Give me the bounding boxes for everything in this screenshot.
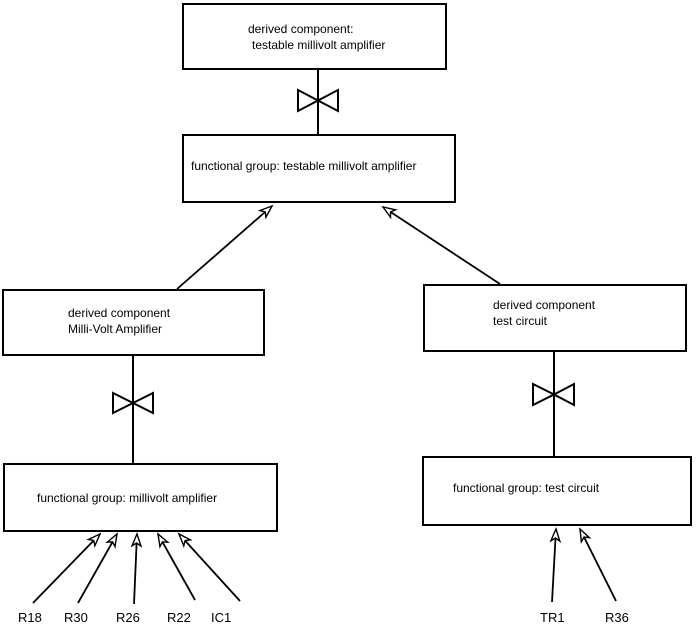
connector-top-derived-to-top-functional [297,70,339,134]
arrow-r26-to-left-functional [134,534,137,605]
bowtie-icon [532,382,575,407]
leaf-label-r26: R26 [116,610,140,625]
node-derived-component-test-circuit: derived component test circuit [423,284,687,352]
leaf-label-r18: R18 [18,610,42,625]
arrow-r22-to-left-functional [158,534,196,601]
arrow-right-derived-to-top-functional [383,207,501,285]
bowtie-icon [297,88,339,113]
node-derived-component-testable-millivolt-amplifier: derived component: testable millivolt am… [182,3,447,70]
node-text-line: functional group: millivolt amplifier [37,490,218,505]
arrow-left-derived-to-top-functional [176,206,272,290]
arrow-tr1-to-right-functional [552,529,556,603]
bowtie-icon [112,391,154,415]
node-text-line: testable millivolt amplifier [252,37,386,52]
leaf-label-ic1: IC1 [211,610,232,625]
node-text-line: derived component [493,298,596,312]
arrow-r30-to-left-functional [77,534,117,604]
node-text-line: functional group: testable millivolt amp… [191,158,417,173]
node-functional-group-testable-millivolt-amplifier: functional group: testable millivolt amp… [182,134,456,203]
node-text-line: test circuit [493,314,548,328]
node-text-line: functional group: test circuit [453,481,600,495]
connector-right-derived-to-right-functional [532,352,575,456]
connector-left-derived-to-left-functional [112,356,154,463]
leaf-label-r30: R30 [64,610,88,625]
leaf-label-r36: R36 [605,610,629,625]
node-functional-group-test-circuit: functional group: test circuit [422,456,692,526]
node-text-line: derived component: [248,21,354,36]
node-text-line: Milli-Volt Amplifier [68,321,163,336]
arrow-r36-to-right-functional [580,529,617,602]
arrow-r18-to-left-functional [32,534,100,604]
node-functional-group-millivolt-amplifier: functional group: millivolt amplifier [3,463,278,532]
leaf-label-r22: R22 [167,610,191,625]
node-text-line: derived component [68,305,171,320]
leaf-label-tr1: TR1 [540,610,565,625]
node-derived-component-milli-volt-amplifier: derived component Milli-Volt Amplifier [2,289,265,356]
arrow-ic1-to-left-functional [179,534,241,602]
